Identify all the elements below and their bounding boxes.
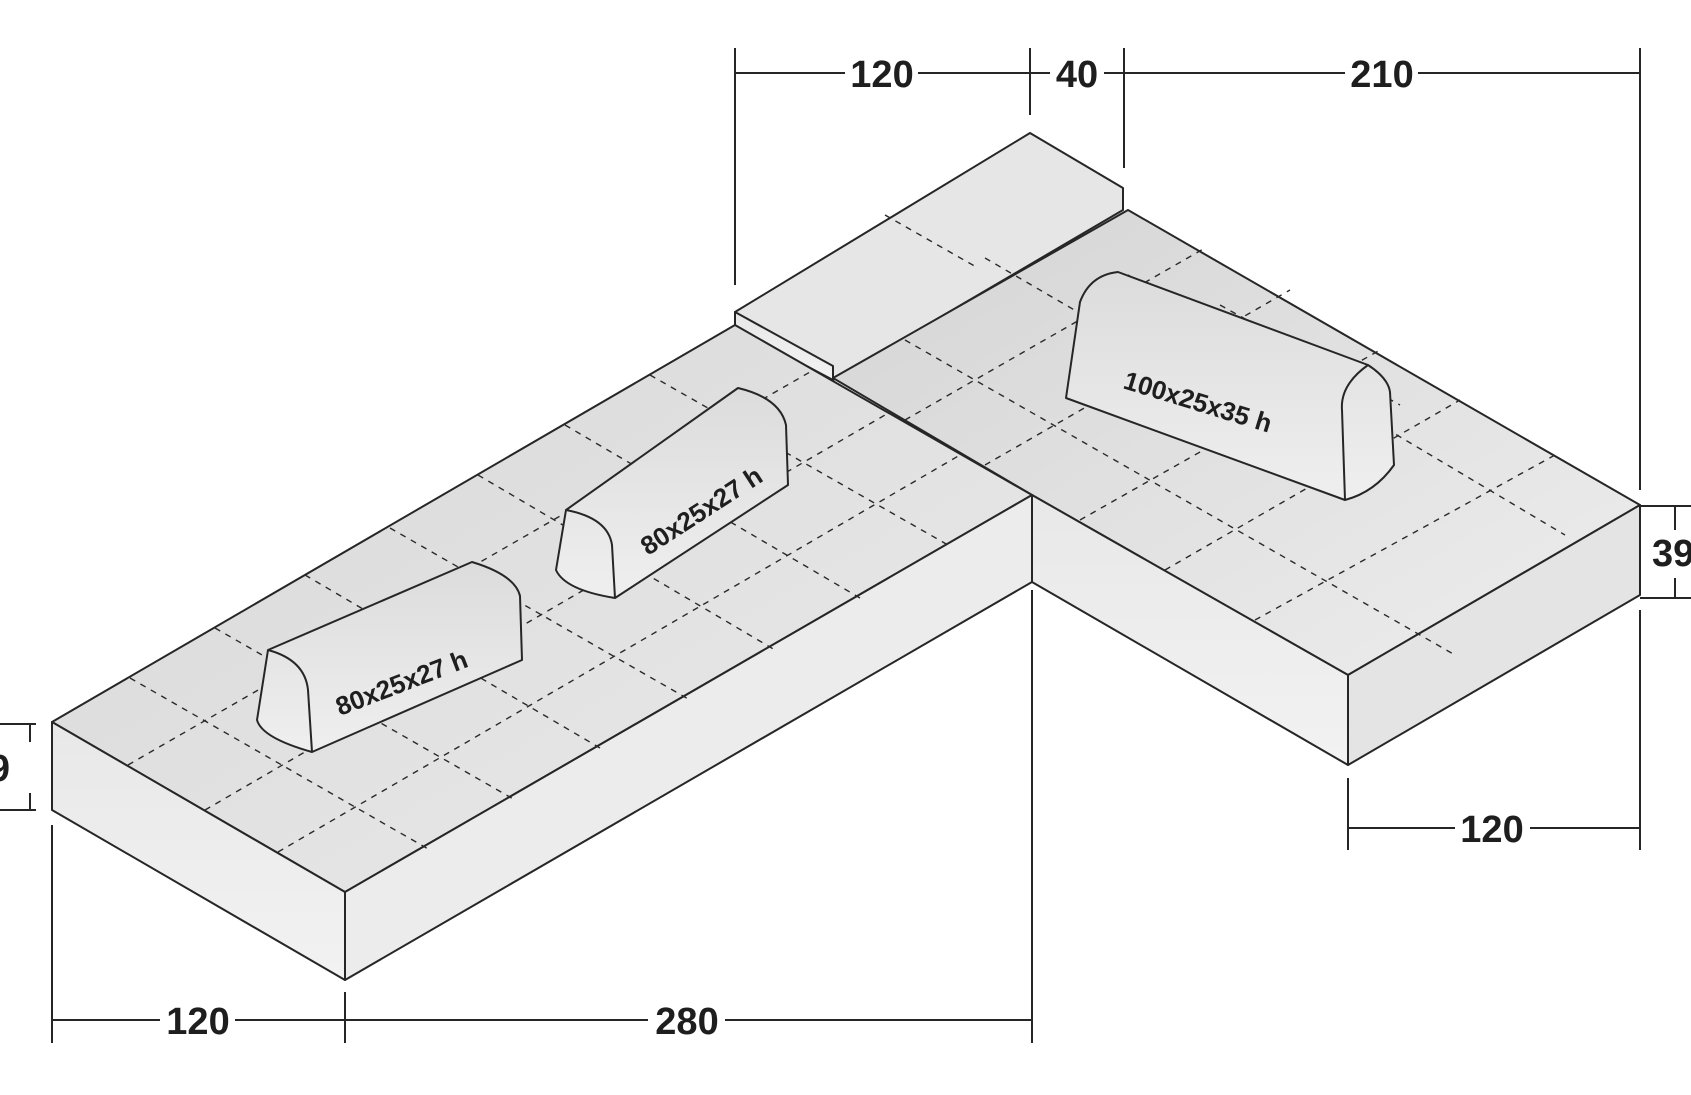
dim-back-40: 40 [1056,54,1098,96]
dim-right-height: 39 [1652,533,1691,575]
dim-back-210: 210 [1350,54,1413,96]
cushion-middle-left-edge [565,509,616,599]
dim-left-height: 39 [0,748,10,790]
grid-line [904,247,1206,421]
cushion-middle-left [555,387,789,599]
cushion-middle-left-body [555,387,789,599]
cushion-right-edge [1340,364,1369,501]
dimension-lines [0,48,1691,1043]
cushion-right [1065,271,1395,501]
grid-line [1254,454,1556,621]
cushion-front-left-body [256,561,523,753]
back-module-seam [884,214,979,269]
cushion-right-body [1065,271,1395,501]
grid-line [389,527,691,701]
right-chaise-end-side [1347,504,1641,766]
grid-line [649,374,949,546]
dim-back-120: 120 [850,54,913,96]
grid-line [904,339,1456,656]
cushion-front-left [256,561,523,753]
cushion-front-left-edge [267,649,313,753]
dim-right-depth-120: 120 [1460,809,1523,851]
dim-front-280: 280 [655,1001,718,1043]
left-long-module [51,324,1033,981]
dim-front-120: 120 [166,1001,229,1043]
grid-line [129,677,431,851]
left-module-front-side [344,494,1033,981]
